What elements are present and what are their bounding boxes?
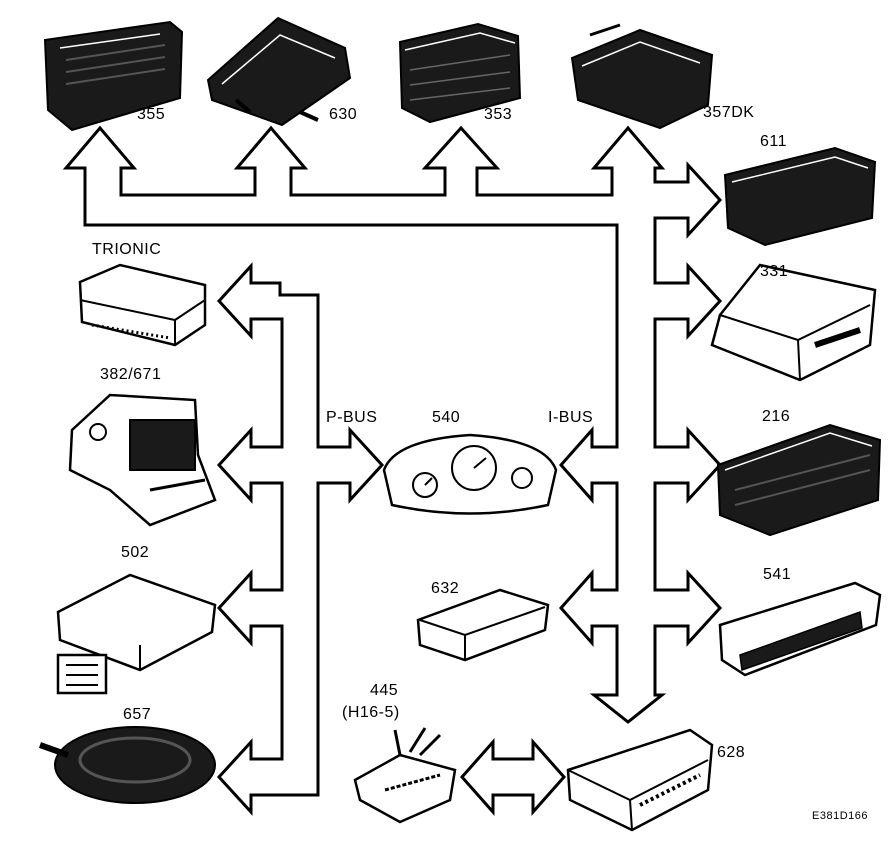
module-445-connector-drawing: [353, 727, 457, 824]
module-216-drawing: [716, 423, 882, 537]
module-355-drawing: [43, 20, 184, 132]
module-628-drawing: [566, 728, 714, 832]
figure-code: E381D166: [812, 810, 868, 822]
label-216: 216: [762, 408, 791, 425]
module-357dk-drawing: [570, 23, 714, 130]
module-540-instrument-cluster: [382, 433, 558, 515]
label-353: 353: [484, 106, 513, 123]
label-382-671: 382/671: [100, 366, 162, 383]
module-632-drawing: [416, 588, 550, 662]
module-382-671-drawing: [68, 393, 217, 527]
label-540: 540: [432, 409, 461, 426]
label-331: 331: [760, 263, 789, 280]
label-445-sub: (H16-5): [342, 704, 400, 721]
pbus-network-outline: [216, 262, 385, 816]
module-657-drawing: [38, 726, 216, 804]
label-541: 541: [763, 566, 792, 583]
module-331-drawing: [710, 263, 877, 382]
label-p-bus: P-BUS: [326, 409, 378, 426]
label-630: 630: [329, 106, 358, 123]
module-611-drawing: [723, 146, 877, 247]
module-353-drawing: [398, 22, 522, 124]
label-632: 632: [431, 580, 460, 597]
label-i-bus: I-BUS: [548, 409, 594, 426]
ibus-network-outline: [62, 125, 723, 724]
label-628: 628: [717, 744, 746, 761]
module-502-drawing: [56, 573, 217, 695]
label-355: 355: [137, 106, 166, 123]
module-630-drawing: [206, 16, 352, 127]
module-541-drawing: [718, 581, 882, 677]
label-445: 445: [370, 682, 399, 699]
module-trionic-drawing: [78, 263, 207, 347]
label-357dk: 357DK: [703, 104, 755, 121]
label-611: 611: [760, 133, 788, 150]
label-657: 657: [123, 706, 152, 723]
label-502: 502: [121, 544, 150, 561]
link-445-628-arrow: [459, 738, 567, 816]
label-trionic: TRIONIC: [92, 241, 162, 258]
